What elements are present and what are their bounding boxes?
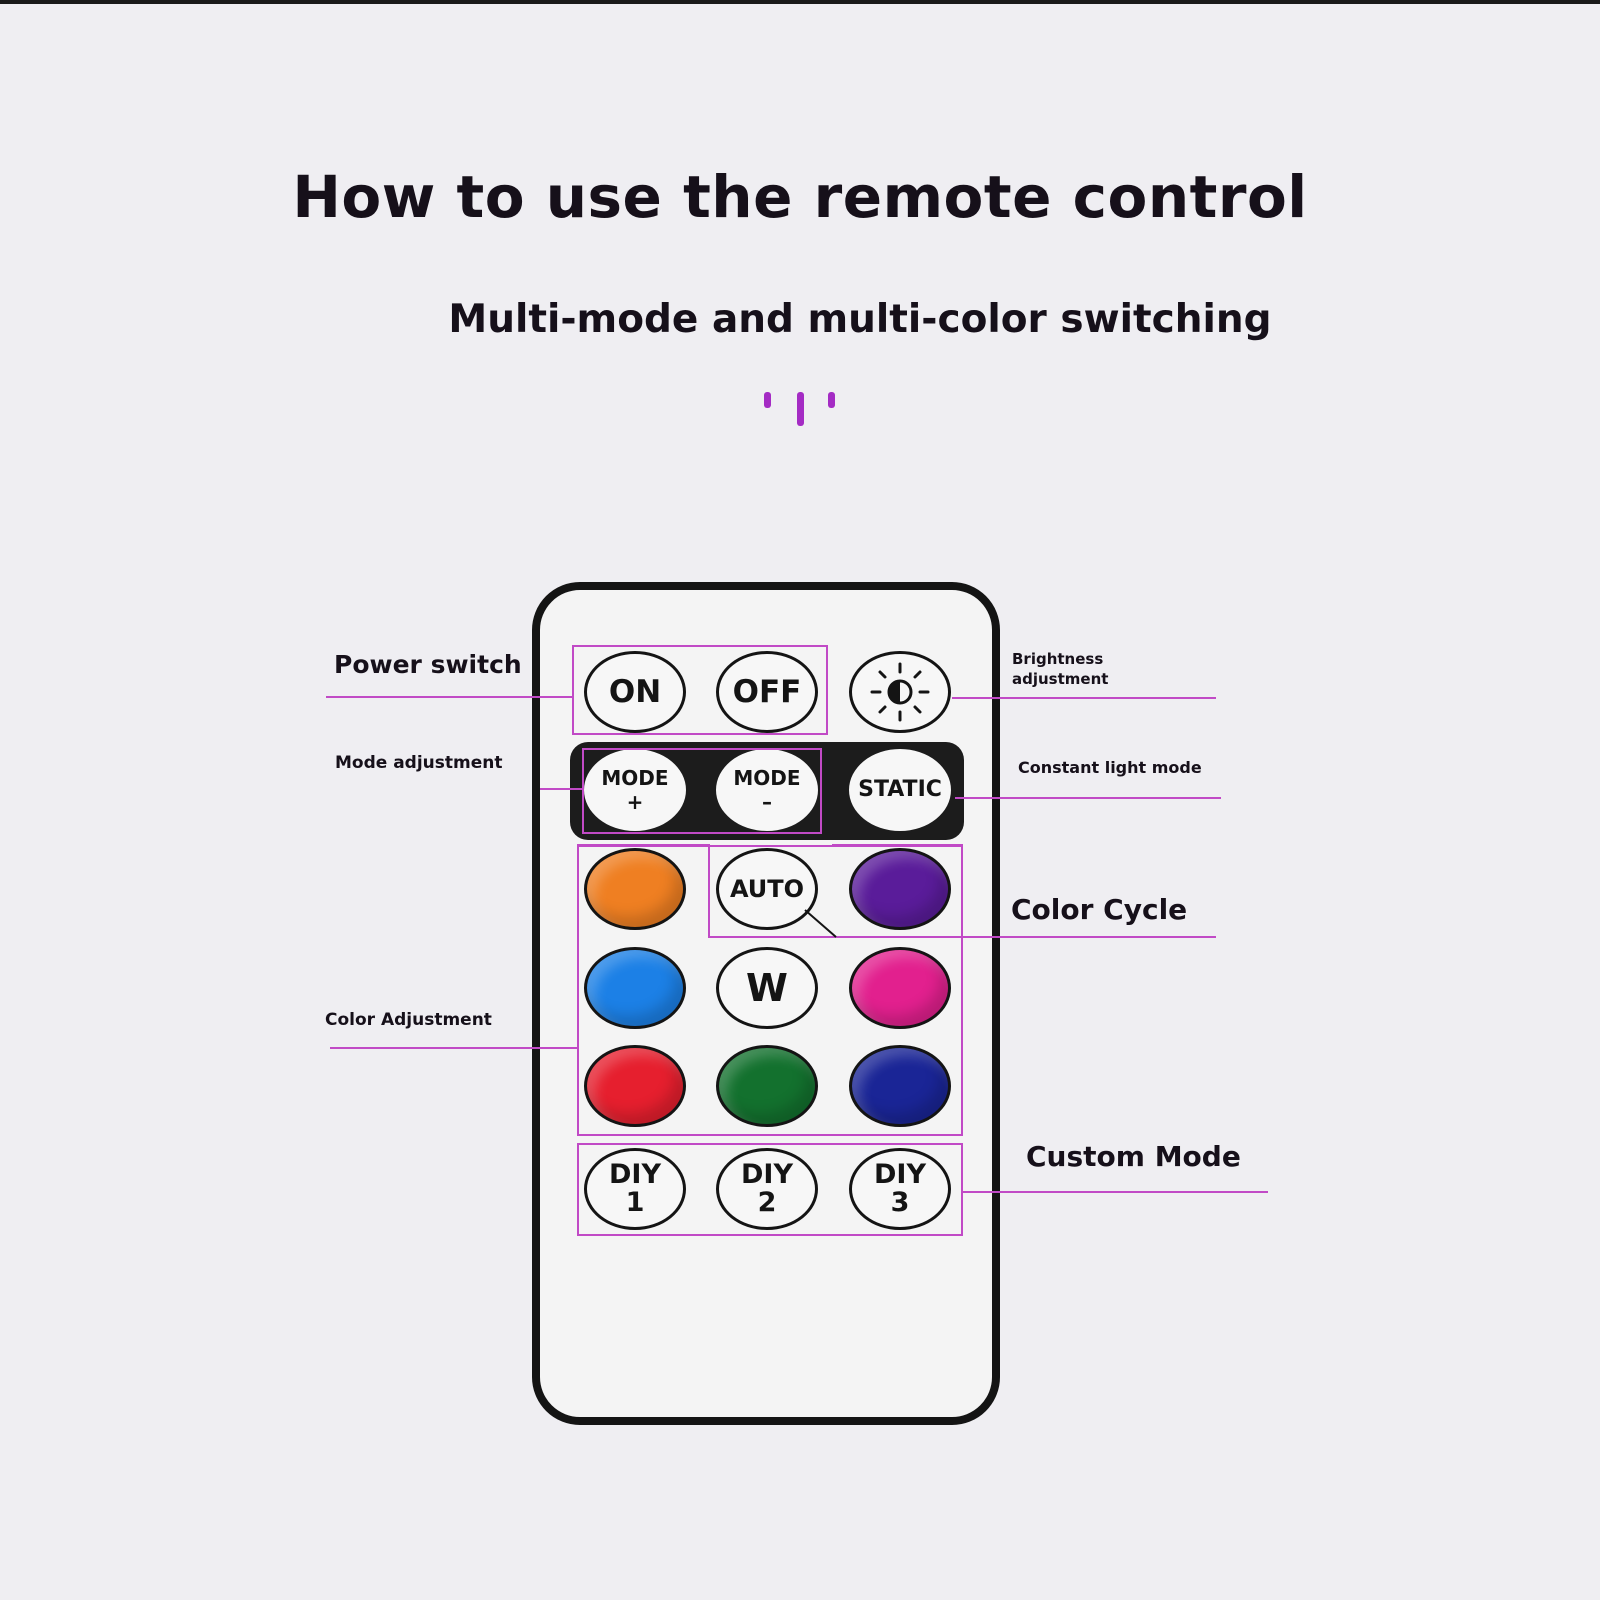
on-label: ON	[608, 674, 662, 710]
mode-plus-button[interactable]: MODE +	[584, 749, 686, 831]
color-adjustment-label: Color Adjustment	[325, 1010, 492, 1030]
mode-leader	[540, 788, 584, 790]
off-button[interactable]: OFF	[716, 651, 818, 733]
diy3-button[interactable]: DIY 3	[849, 1148, 951, 1230]
static-label: STATIC	[858, 777, 942, 802]
mode-plus-label: MODE	[601, 766, 669, 790]
navy-color-button[interactable]	[849, 1045, 951, 1127]
static-button[interactable]: STATIC	[849, 749, 951, 831]
mode-adjustment-label: Mode adjustment	[335, 753, 503, 773]
constant-leader	[955, 797, 1221, 799]
top-border	[0, 0, 1600, 4]
mode-minus-sign: –	[761, 790, 772, 814]
custom-highlight-box	[577, 1143, 963, 1236]
mode-minus-button[interactable]: MODE –	[716, 749, 818, 831]
orange-color-button[interactable]	[584, 848, 686, 930]
ir-signal-icon	[764, 390, 838, 430]
brightness-leader	[952, 697, 1216, 699]
sun-half-icon	[870, 662, 930, 722]
diy1-label: DIY	[608, 1159, 661, 1190]
on-button[interactable]: ON	[584, 651, 686, 733]
brightness-label-line2: adjustment	[1012, 670, 1109, 688]
constant-light-label: Constant light mode	[1018, 758, 1202, 777]
brightness-button[interactable]	[849, 651, 951, 733]
power-leader	[326, 696, 574, 698]
mode-minus-label: MODE	[733, 766, 801, 790]
diy2-number: 2	[757, 1187, 777, 1218]
mode-plus-sign: +	[626, 790, 644, 814]
page-subtitle: Multi-mode and multi-color switching	[448, 297, 1272, 342]
custom-mode-label: Custom Mode	[1026, 1140, 1241, 1173]
purple-color-button[interactable]	[849, 848, 951, 930]
brightness-label-line1: Brightness	[1012, 650, 1104, 668]
page-title: How to use the remote control	[292, 163, 1308, 231]
white-label: W	[746, 966, 788, 1010]
diy2-label: DIY	[740, 1159, 793, 1190]
auto-label: AUTO	[729, 875, 805, 903]
color-cycle-label: Color Cycle	[1011, 893, 1188, 926]
diy3-label: DIY	[873, 1159, 926, 1190]
off-label: OFF	[732, 674, 802, 710]
power-highlight-box	[572, 645, 828, 735]
white-button[interactable]: W	[716, 947, 818, 1029]
red-color-button[interactable]	[584, 1045, 686, 1127]
custom-leader	[963, 1191, 1268, 1193]
diy3-number: 3	[890, 1187, 910, 1218]
brightness-label: Brightness adjustment	[1012, 649, 1108, 689]
diy2-button[interactable]: DIY 2	[716, 1148, 818, 1230]
color-adjust-highlight-box	[577, 845, 963, 1136]
diy1-button[interactable]: DIY 1	[584, 1148, 686, 1230]
auto-button[interactable]: AUTO	[716, 848, 818, 930]
pink-color-button[interactable]	[849, 947, 951, 1029]
blue-color-button[interactable]	[584, 947, 686, 1029]
color-adjust-leader	[330, 1047, 578, 1049]
power-switch-label: Power switch	[334, 650, 522, 679]
diy1-number: 1	[625, 1187, 645, 1218]
mode-highlight-box	[582, 748, 822, 834]
green-color-button[interactable]	[716, 1045, 818, 1127]
